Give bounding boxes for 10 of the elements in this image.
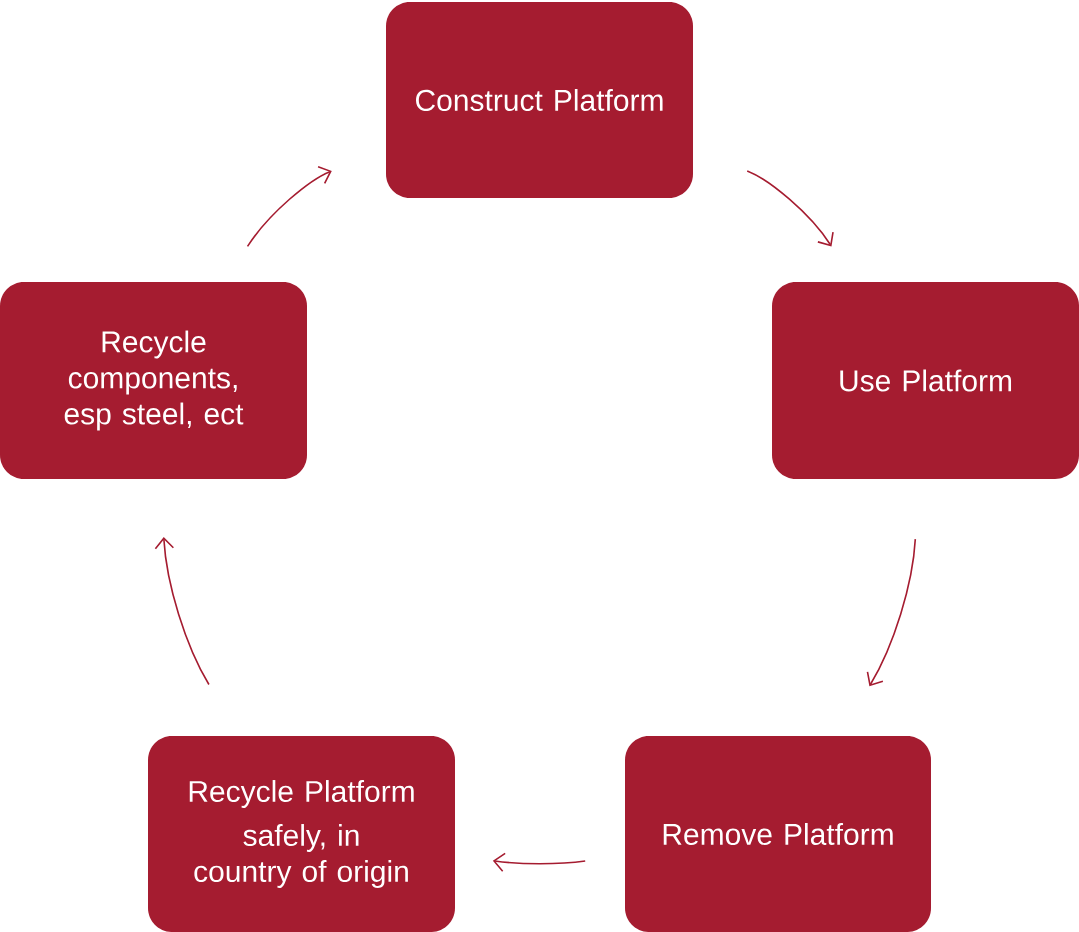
arrow <box>246 165 332 248</box>
arrow <box>866 538 917 687</box>
arrow <box>154 537 210 686</box>
process-box: Recycle Platform safely, in country of origin <box>148 736 455 932</box>
arrow <box>746 170 834 247</box>
arrow <box>492 852 586 872</box>
process-box: Remove Platform <box>625 736 931 932</box>
process-box: Construct Platform <box>386 2 693 198</box>
process-box: Use Platform <box>772 282 1079 479</box>
process-box: Recycle components, esp steel, ect <box>0 282 307 479</box>
